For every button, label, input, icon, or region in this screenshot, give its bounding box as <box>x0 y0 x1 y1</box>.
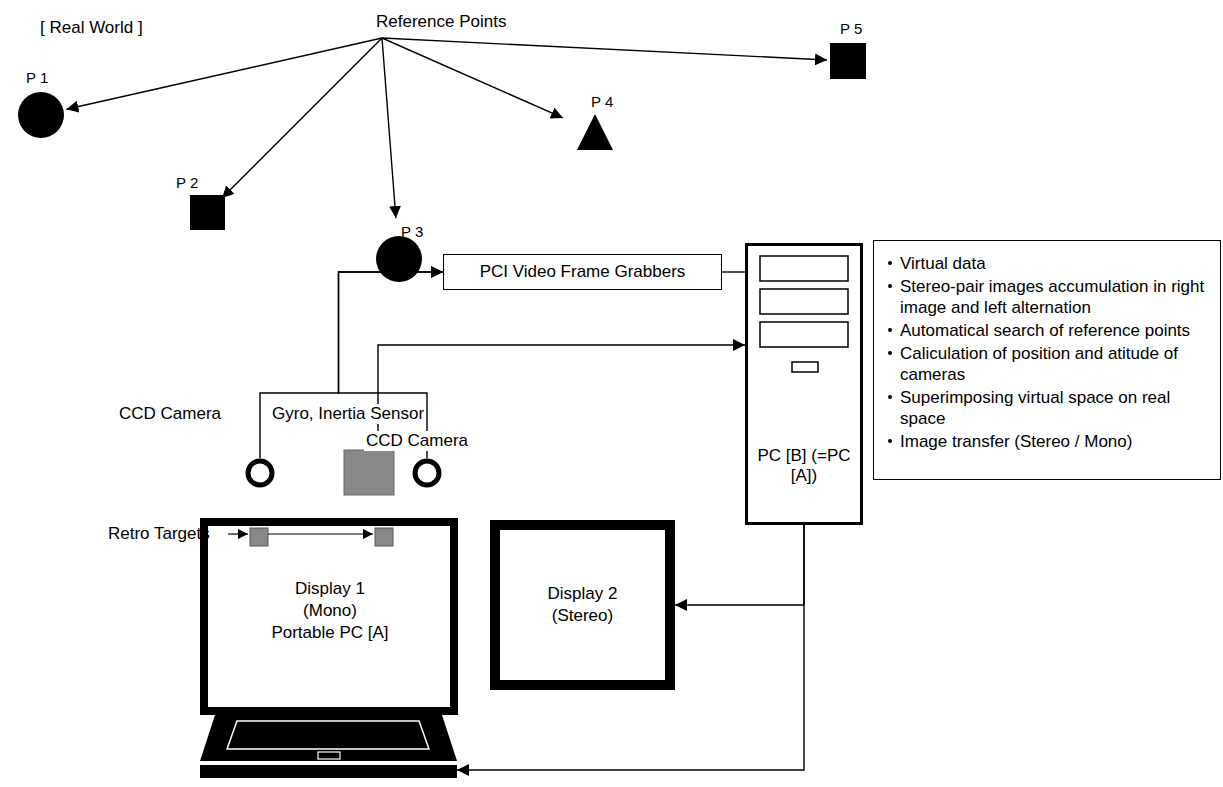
triangle-node: P 4 <box>563 114 627 150</box>
ring-shape <box>245 458 275 488</box>
bullet-text: Image transfer (Stereo / Mono) <box>900 431 1132 452</box>
square-shape <box>190 195 225 230</box>
point-label: P 3 <box>399 222 425 242</box>
pc-node: PC [B] (=PC [A]) <box>745 243 863 525</box>
circle-shape <box>18 92 64 138</box>
rect-node: PCI Video Frame Grabbers <box>443 254 722 290</box>
screen-text-area: Display 1 (Mono)Portable PC [A] <box>215 578 445 644</box>
bullet-dot <box>888 284 892 288</box>
screen-label: Portable PC [A] <box>215 622 445 644</box>
point-label: P 2 <box>174 173 200 193</box>
bullet-row: Stereo-pair images accumulation in right… <box>888 276 1210 318</box>
connector <box>66 38 382 109</box>
laptop-node: Display 1 (Mono)Portable PC [A] <box>195 518 457 780</box>
bullet-text: Automatical search of reference points <box>900 320 1190 341</box>
bullet-row: Caliculation of position and atitude of … <box>888 343 1210 385</box>
circle-node: P 3 <box>361 236 437 282</box>
screen-label: Display 1 (Mono) <box>288 578 372 622</box>
info-node: Virtual dataStereo-pair images accumulat… <box>873 240 1221 480</box>
point-label: P 5 <box>838 19 864 39</box>
point-label: P 4 <box>589 92 615 112</box>
point-label: P 1 <box>24 68 50 88</box>
connector <box>222 38 382 198</box>
bullet-dot <box>888 261 892 265</box>
annotation-label: [ Real World ] <box>40 18 143 38</box>
bullet-text: Virtual data <box>900 253 986 274</box>
circle-shape <box>361 236 437 282</box>
display-node: Display 2 (Stereo) <box>490 520 675 690</box>
screen-label: Display 2 (Stereo) <box>541 583 625 627</box>
square-node: P 2 <box>190 195 225 230</box>
bullet-row: Superimposing virtual space on real spac… <box>888 387 1210 429</box>
part-label: Gyro, Inertia Sensor <box>270 404 426 424</box>
pc-text-area: PC [B] (=PC [A]) <box>748 446 860 486</box>
bullet-dot <box>888 328 892 332</box>
ring-shape <box>372 458 482 488</box>
ring-node: CCD Camera <box>372 458 482 488</box>
square-shape <box>830 43 866 79</box>
retro-target <box>375 528 393 546</box>
heading-label: Reference Points <box>376 12 526 32</box>
part-label: CCD Camera <box>117 404 223 424</box>
retro-target <box>250 528 268 546</box>
triangle-shape <box>563 114 627 150</box>
bullet-dot <box>888 351 892 355</box>
box-label: PCI Video Frame Grabbers <box>480 262 686 282</box>
bullet-text: Caliculation of position and atitude of … <box>900 343 1210 385</box>
bullet-row: Automatical search of reference points <box>888 320 1210 341</box>
bullet-row: Image transfer (Stereo / Mono) <box>888 431 1210 452</box>
box-label: PC [B] (=PC [A]) <box>754 446 854 486</box>
bullet-dot <box>888 395 892 399</box>
bullet-text: Superimposing virtual space on real spac… <box>900 387 1210 429</box>
laptop-drawing <box>195 518 457 780</box>
leader-line <box>228 533 248 534</box>
annotation-label: Retro Targets <box>108 524 210 544</box>
connector <box>382 38 396 218</box>
bullet-dot <box>888 439 892 443</box>
connector <box>382 38 827 60</box>
connector <box>722 271 745 272</box>
circle-node: P 1 <box>18 92 64 138</box>
bullet-text: Stereo-pair images accumulation in right… <box>900 276 1210 318</box>
connector <box>675 525 804 605</box>
ring-node: CCD Camera <box>245 458 275 488</box>
part-label: CCD Camera <box>364 431 470 451</box>
plain-node: Reference Points <box>376 12 526 36</box>
leader-line <box>268 533 373 534</box>
bullet-row: Virtual data <box>888 253 1210 274</box>
connector <box>382 38 563 118</box>
square-node: P 5 <box>830 43 866 79</box>
